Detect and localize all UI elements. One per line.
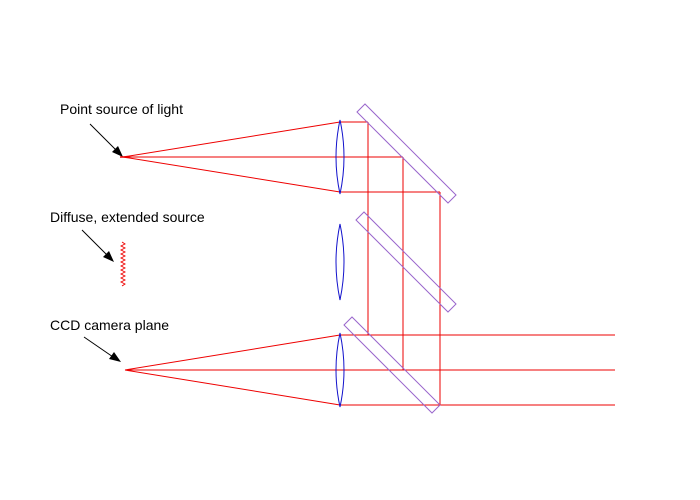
upper-beam-splitter	[356, 103, 457, 204]
diffuse-source-arrow-icon	[81, 229, 114, 262]
point-source-label: Point source of light	[60, 101, 183, 117]
lower-lens	[335, 332, 345, 408]
ccd-plane-arrow-icon	[83, 336, 121, 362]
point-source-arrow-icon	[89, 123, 123, 157]
zigzag-source-icon	[119, 241, 127, 287]
ccd-plane-label: CCD camera plane	[50, 317, 169, 333]
upper-lens	[335, 119, 345, 195]
diffuse-source-label: Diffuse, extended source	[50, 209, 205, 225]
middle-beam-splitter	[355, 211, 457, 313]
lower-ray-bundle	[124, 334, 615, 406]
lower-beam-splitter	[343, 316, 441, 414]
middle-lens	[335, 223, 345, 301]
